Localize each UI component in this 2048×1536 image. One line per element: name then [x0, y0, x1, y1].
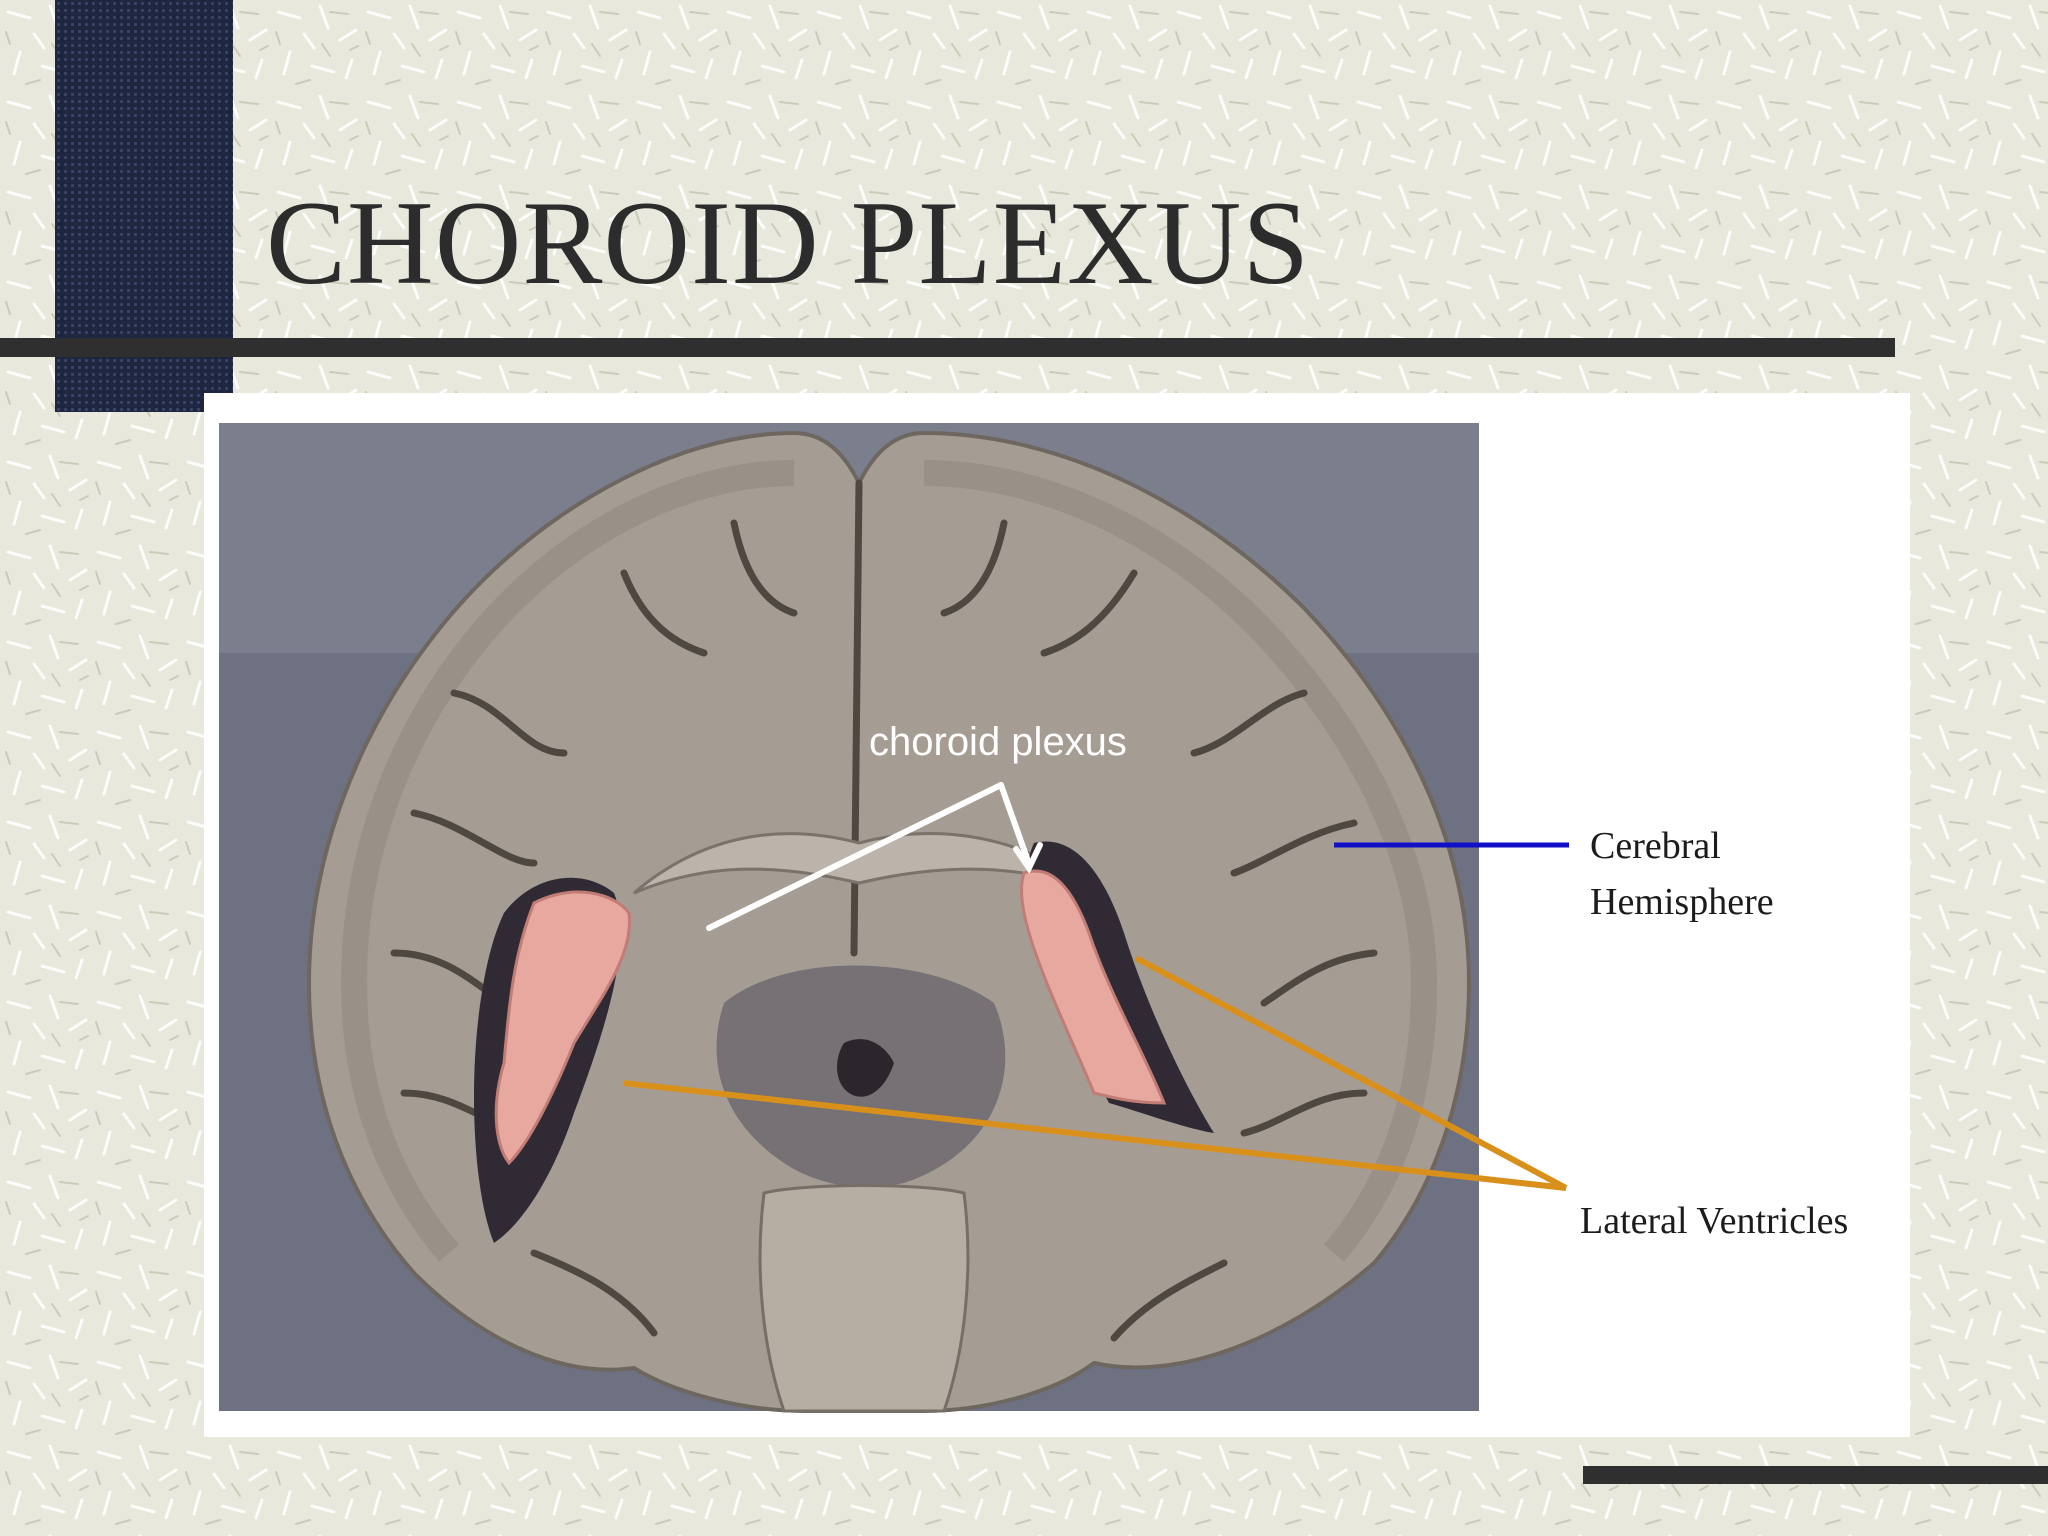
choroid-plexus-pointer [706, 782, 1043, 931]
cortex-band-right [923, 460, 1438, 1262]
brain-figure: choroid plexus [219, 423, 1569, 1413]
lateral-ventricle-leader-left [623, 1080, 1567, 1191]
title-rule [0, 338, 1895, 357]
bottom-rule [1583, 1466, 2048, 1484]
label-cerebral-line2: Hemisphere [1590, 881, 1774, 923]
right-choroid-plexus [1020, 869, 1167, 1105]
label-lateral-ventricles: Lateral Ventricles [1580, 1200, 1849, 1242]
photo-label-choroid-plexus: choroid plexus [869, 720, 1127, 764]
label-cerebral-hemisphere: Cerebral Hemisphere [1590, 818, 1774, 930]
left-choroid-plexus [494, 890, 632, 1166]
slide-title: CHOROID PLEXUS [266, 176, 1311, 309]
lateral-ventricle-leader-right [1134, 955, 1568, 1191]
third-ventricle [837, 1039, 894, 1097]
label-cerebral-line1: Cerebral [1590, 825, 1721, 867]
brain-slice [306, 430, 1472, 1413]
cortex-band [340, 460, 795, 1262]
figure-panel: choroid plexus Cerebral Hemisphere Later… [204, 393, 1910, 1437]
brainstem [758, 1184, 970, 1413]
